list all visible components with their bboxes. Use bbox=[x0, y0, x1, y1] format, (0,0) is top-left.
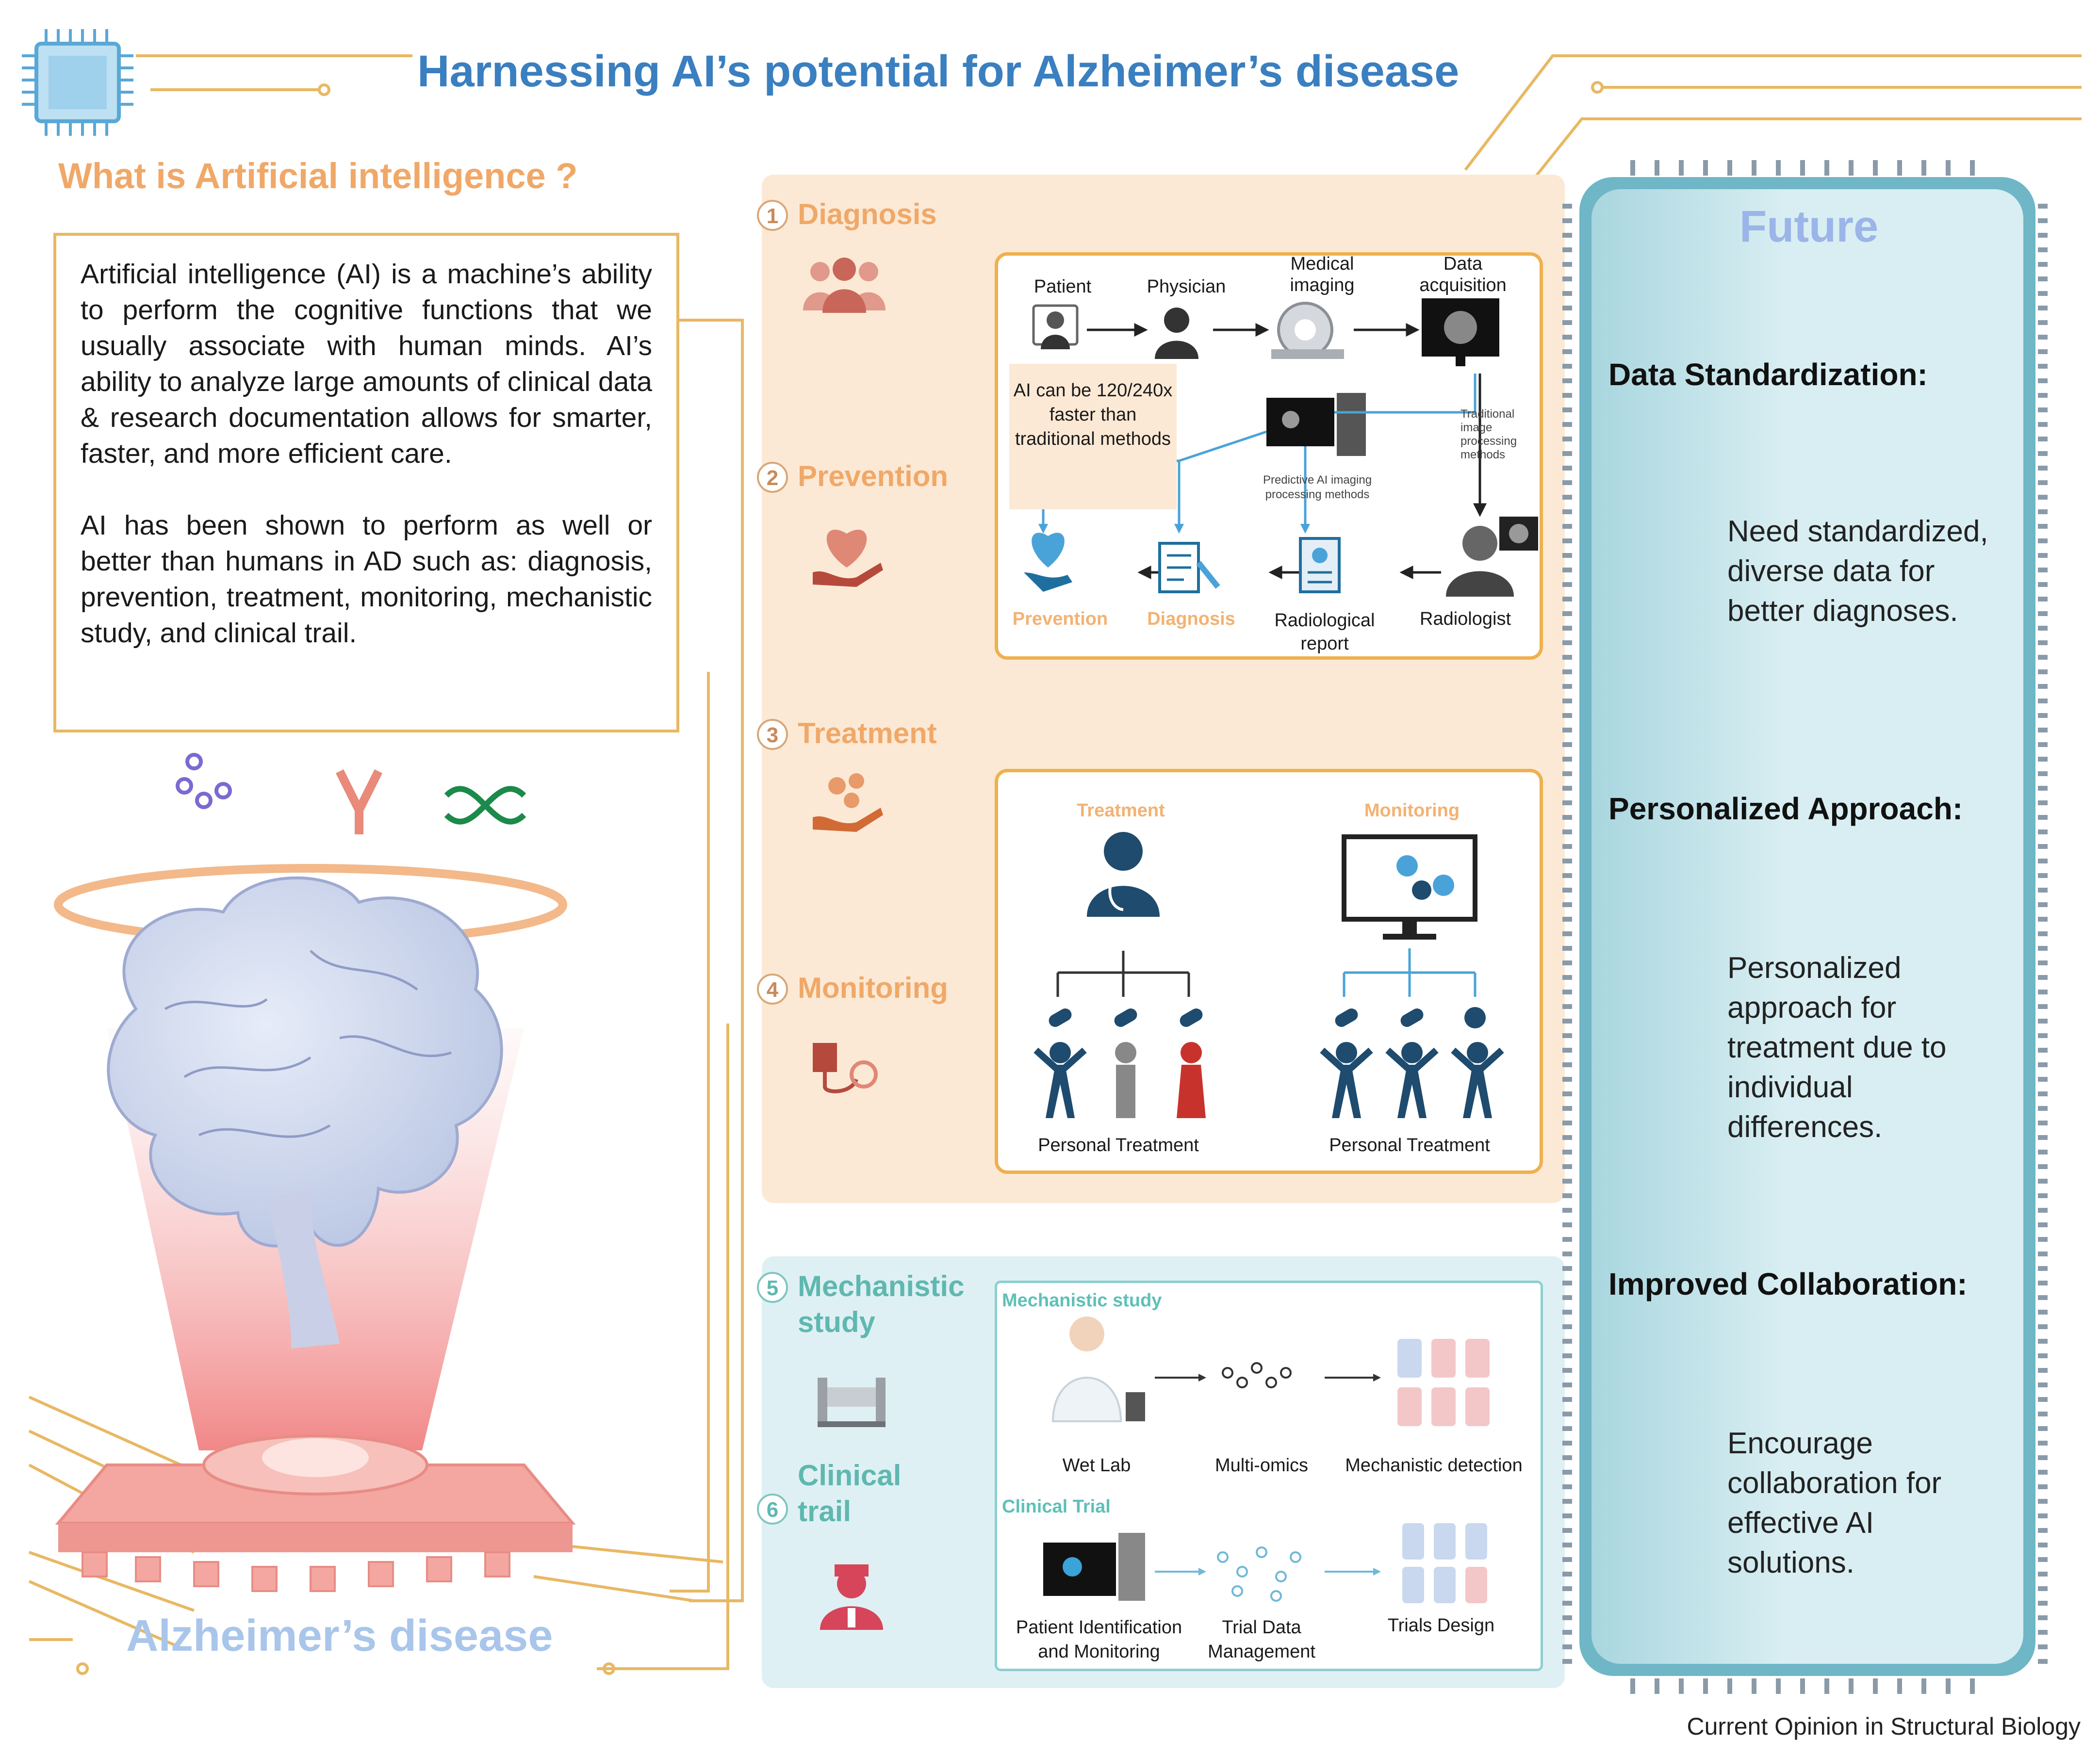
prevention-output-label: Prevention bbox=[1012, 609, 1108, 629]
patient-label: Patient bbox=[1034, 276, 1092, 297]
future-chip-pins-right bbox=[2038, 204, 2048, 1664]
intro-paragraph-1: Artificial intelligence (AI) is a machin… bbox=[81, 259, 652, 469]
computer-monitor-icon bbox=[1043, 1533, 1145, 1601]
future-body-data-standardization: Need standardized, diverse data for bett… bbox=[1727, 515, 1988, 628]
scientist-icon bbox=[1051, 1317, 1145, 1422]
prevention-heart-icon bbox=[1024, 533, 1072, 592]
pills-in-hand-icon bbox=[813, 773, 883, 832]
heart-in-hand-icon bbox=[813, 529, 883, 587]
molecule-icon bbox=[176, 753, 232, 809]
medical-imaging-label: Medical imaging bbox=[1290, 254, 1355, 295]
doctor-icon bbox=[1087, 832, 1160, 917]
computer-workstation-icon bbox=[1266, 393, 1366, 456]
radiologist-label: Radiologist bbox=[1420, 609, 1511, 629]
multi-omics-label: Multi-omics bbox=[1214, 1455, 1309, 1476]
diagnosis-document-icon bbox=[1158, 542, 1220, 593]
radiological-report-icon bbox=[1299, 537, 1341, 593]
pill-icon bbox=[1049, 1007, 1486, 1028]
nurse-icon bbox=[820, 1564, 883, 1630]
future-heading-improved-collaboration: Improved Collaboration: bbox=[1608, 1267, 1968, 1301]
group-people-icon bbox=[803, 258, 886, 313]
dna-icon bbox=[444, 786, 526, 825]
cpu-chip-icon bbox=[22, 29, 133, 136]
page-title: Harnessing AI’s potential for Alzheimer’… bbox=[417, 47, 1460, 96]
monitoring-sub-title: Monitoring bbox=[1364, 800, 1460, 821]
predictive-ai-label: Predictive AI imaging processing methods bbox=[1263, 473, 1372, 501]
physician-icon bbox=[1155, 308, 1198, 359]
person-figure-icon bbox=[1034, 1042, 1504, 1118]
blood-pressure-monitor-icon bbox=[813, 1043, 878, 1093]
future-body-personalized-approach: Personalized approach for treatment due … bbox=[1727, 951, 1947, 1144]
traditional-methods-label: Traditional image processing methods bbox=[1460, 407, 1517, 461]
patient-identification-label: Patient Identification and Monitoring bbox=[1016, 1617, 1182, 1662]
intro-paragraph-2: AI has been shown to perform as well or … bbox=[81, 510, 652, 649]
personal-treatment-left-label: Personal Treatment bbox=[1038, 1135, 1199, 1155]
future-chip-pins-bottom bbox=[1630, 1678, 1975, 1694]
alzheimers-label: Alzheimer’s disease bbox=[126, 1611, 553, 1660]
brain-on-chip-illustration bbox=[54, 753, 576, 1592]
speed-callout: AI can be 120/240x faster than tradition… bbox=[1009, 364, 1177, 509]
treatment-sub-title: Treatment bbox=[1077, 800, 1165, 821]
trial-vials-icon bbox=[1402, 1523, 1487, 1603]
mechanistic-sub-title: Mechanistic study bbox=[1002, 1290, 1162, 1311]
antibody-icon bbox=[335, 769, 383, 834]
monitoring-screen-icon bbox=[1342, 834, 1477, 940]
intro-heading: What is Artificial intelligence ? bbox=[58, 156, 578, 196]
lab-equipment-icon bbox=[818, 1378, 886, 1427]
future-chip-pins-left bbox=[1562, 204, 1572, 1664]
radiologist-icon bbox=[1446, 517, 1538, 597]
brain-scan-monitor-icon bbox=[1422, 298, 1499, 366]
trial-data-management-label: Trial Data Management bbox=[1208, 1617, 1315, 1662]
future-body-improved-collaboration: Encourage collaboration for effective AI… bbox=[1727, 1427, 1942, 1579]
radiological-report-label: Radiological report bbox=[1274, 610, 1375, 654]
future-chip-pins-top bbox=[1630, 160, 1975, 176]
future-panel-inner bbox=[1591, 189, 2023, 1664]
research-flow-graphics bbox=[1043, 1317, 1490, 1603]
data-network-icon bbox=[1217, 1546, 1301, 1602]
mri-scanner-icon bbox=[1271, 302, 1344, 359]
multi-omics-icon bbox=[1222, 1362, 1292, 1388]
future-title: Future bbox=[1739, 202, 1879, 251]
future-heading-personalized-approach: Personalized Approach: bbox=[1608, 791, 1963, 826]
clinical-sub-title: Clinical Trial bbox=[1002, 1496, 1111, 1517]
wet-lab-label: Wet Lab bbox=[1062, 1455, 1131, 1476]
patient-icon bbox=[1032, 304, 1079, 349]
data-acquisition-label: Data acquisition bbox=[1419, 254, 1507, 295]
ai-definition-box: Artificial intelligence (AI) is a machin… bbox=[53, 233, 679, 732]
source-credit: Current Opinion in Structural Biology bbox=[1687, 1713, 2081, 1740]
sample-vials-icon bbox=[1397, 1339, 1490, 1426]
personal-treatment-right-label: Personal Treatment bbox=[1329, 1135, 1490, 1155]
physician-label: Physician bbox=[1147, 276, 1226, 297]
treatment-monitoring-graphics bbox=[1034, 832, 1504, 1118]
trials-design-label: Trials Design bbox=[1387, 1615, 1495, 1636]
mechanistic-detection-label: Mechanistic detection bbox=[1345, 1455, 1523, 1476]
step-clinical-trail: 6Clinical trail bbox=[757, 1458, 943, 1529]
future-heading-data-standardization: Data Standardization: bbox=[1608, 357, 1928, 392]
diagnosis-output-label: Diagnosis bbox=[1147, 609, 1235, 629]
diagnosis-flow-graphics bbox=[1024, 298, 1538, 597]
